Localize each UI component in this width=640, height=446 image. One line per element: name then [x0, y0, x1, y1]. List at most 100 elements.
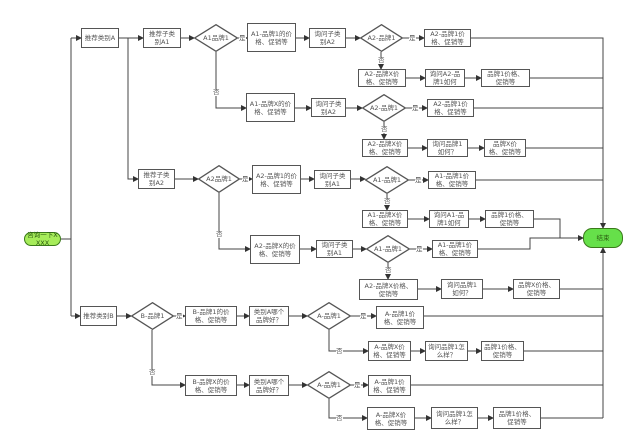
- process-node: A2-品牌X价格、促销等: [358, 69, 406, 87]
- process-node: A1-品牌1价格、促销等: [428, 171, 476, 189]
- node-label: 询问品牌1怎么样？: [436, 410, 473, 426]
- node-label: 类别A哪个品牌好？: [253, 308, 285, 324]
- node-label: A1-品牌1: [373, 245, 403, 253]
- node-label: 品牌1价格、促销等: [484, 343, 521, 359]
- process-node: A1-品牌X价格、促销等: [362, 210, 408, 228]
- connector-line: [328, 399, 368, 421]
- process-node: 类别A哪个品牌好？: [249, 375, 289, 396]
- edge-label-yes: 是: [360, 312, 367, 320]
- node-label: 询问子类别A2: [314, 30, 341, 46]
- node-label: A2品牌1: [206, 175, 232, 183]
- process-node: B-品牌X的价格、促销等: [185, 375, 237, 396]
- node-label: 品牌X价格、促销等: [518, 281, 555, 297]
- node-label: 类别A哪个品牌好？: [253, 377, 285, 394]
- node-label: 咨询一下XXXX: [27, 231, 58, 247]
- edge-label-no: 否: [336, 414, 343, 422]
- process-node: A2-品牌1的价格、促销等: [252, 165, 301, 194]
- process-node: 询问子类别A2: [309, 28, 346, 48]
- process-node: A1-品牌1价格、促销等: [432, 240, 478, 258]
- process-node: A2-品牌X价格、促销等: [359, 279, 418, 300]
- process-node: 品牌1价格、促销等: [493, 407, 541, 429]
- end-terminal: 结束: [583, 228, 623, 248]
- decision-node: A-品牌1: [307, 371, 351, 399]
- node-label: B-品牌X的价格、促销等: [192, 377, 230, 394]
- node-label: A2-品牌1价格、促销等: [430, 30, 465, 46]
- process-node: 询问A2-品牌1如何: [425, 69, 465, 87]
- process-node: A2-品牌1价格、促销等: [424, 29, 471, 47]
- edge-label-no: 否: [381, 125, 388, 133]
- node-label: A2-品牌X的价格、促销等: [254, 241, 296, 258]
- start-terminal: 咨询一下XXXX: [24, 231, 61, 247]
- edge-label-yes: 是: [416, 245, 423, 253]
- node-label: A-品牌1价格、促销等: [373, 377, 406, 394]
- node-label: 询问A1-品牌1如何: [433, 211, 465, 227]
- decision-node: A2-品牌1: [362, 94, 406, 122]
- node-label: A2-品牌1: [369, 104, 399, 112]
- edge-label-no: 否: [385, 266, 392, 274]
- process-node: 推荐子类别A1: [143, 28, 181, 48]
- process-node: 推荐类别B: [80, 306, 117, 326]
- node-label: A2-品牌1的价格、促销等: [255, 171, 298, 188]
- process-node: 品牌1价格、促销等: [485, 210, 534, 228]
- edge-label-no: 否: [213, 88, 220, 96]
- process-node: 询问子类别A2: [311, 98, 346, 117]
- node-label: A-品牌1: [317, 381, 341, 389]
- edge-label-no: 否: [216, 230, 223, 238]
- process-node: A1-品牌X的价格、促销等: [246, 93, 295, 122]
- process-node: A2-品牌X的价格、促销等: [250, 235, 300, 264]
- node-label: A1-品牌1的价格、促销等: [250, 29, 293, 46]
- decision-node: A-品牌1: [307, 302, 351, 330]
- decision-node: B-品牌1: [131, 302, 174, 330]
- node-label: 询问品牌1怎么样？: [428, 343, 465, 359]
- decision-node: A1品牌1: [194, 24, 238, 52]
- node-label: 询问品牌1如何？: [446, 281, 478, 297]
- node-label: A2-品牌X价格、促销等: [364, 281, 413, 298]
- node-label: 询问A2-品牌1如何: [429, 70, 461, 86]
- node-label: A-品牌1: [317, 312, 341, 320]
- node-label: A1-品牌X的价格、促销等: [249, 99, 292, 116]
- node-label: A2-品牌1: [367, 34, 396, 42]
- node-label: A2-品牌X价格、促销等: [367, 140, 403, 156]
- node-label: 询问品牌1如何？: [432, 140, 463, 156]
- node-label: A-品牌1价格、促销等: [383, 309, 417, 326]
- node-label: 品牌1价格、促销等: [498, 410, 536, 426]
- node-label: A-品牌X价格、促销等: [373, 343, 406, 359]
- edge-label-yes: 是: [412, 104, 419, 112]
- process-node: 品牌X价格、促销等: [484, 139, 526, 157]
- decision-node: A2品牌1: [198, 165, 240, 193]
- connector-line: [328, 330, 369, 354]
- process-node: 推荐类别A: [81, 28, 119, 48]
- process-node: A2-品牌1价格、促销等: [427, 99, 474, 117]
- node-label: 推荐类别A: [84, 34, 116, 42]
- connector-line: [471, 37, 606, 229]
- edge-label-yes: 是: [354, 381, 361, 389]
- node-label: A1-品牌1: [372, 176, 402, 184]
- process-node: 询问子类别A1: [314, 170, 351, 189]
- process-node: A2-品牌X价格、促销等: [362, 139, 408, 157]
- process-node: 品牌1价格、促销等: [481, 341, 524, 361]
- node-label: B-品牌1的价格、促销等: [192, 308, 230, 324]
- node-label: A2-品牌X价格、促销等: [364, 70, 400, 86]
- process-node: 询问品牌1如何？: [441, 279, 483, 299]
- process-node: 品牌X价格、促销等: [513, 279, 560, 299]
- process-node: A-品牌1价格、促销等: [376, 306, 424, 329]
- process-node: 询问品牌1怎么样？: [431, 407, 478, 429]
- node-label: 品牌X价格、促销等: [488, 140, 522, 156]
- edge-label-yes: 是: [239, 34, 246, 42]
- node-label: A2-品牌1价格、促销等: [433, 100, 468, 116]
- connector-line: [151, 330, 186, 388]
- node-label: 询问子类别A2: [315, 99, 342, 116]
- process-node: B-品牌1的价格、促销等: [185, 306, 237, 326]
- process-node: 询问子类别A1: [316, 240, 353, 258]
- edge-label-yes: 是: [176, 312, 183, 320]
- process-node: A-品牌1价格、促销等: [368, 375, 411, 396]
- node-label: B-品牌1: [140, 312, 165, 320]
- node-label: 结束: [596, 234, 610, 242]
- node-label: 推荐类别B: [83, 312, 114, 320]
- process-node: 询问品牌1怎么样？: [425, 341, 468, 361]
- edge-label-no: 否: [378, 56, 385, 64]
- process-node: 询问品牌1如何？: [427, 139, 468, 157]
- process-node: A-品牌X价格、促销等: [368, 341, 411, 361]
